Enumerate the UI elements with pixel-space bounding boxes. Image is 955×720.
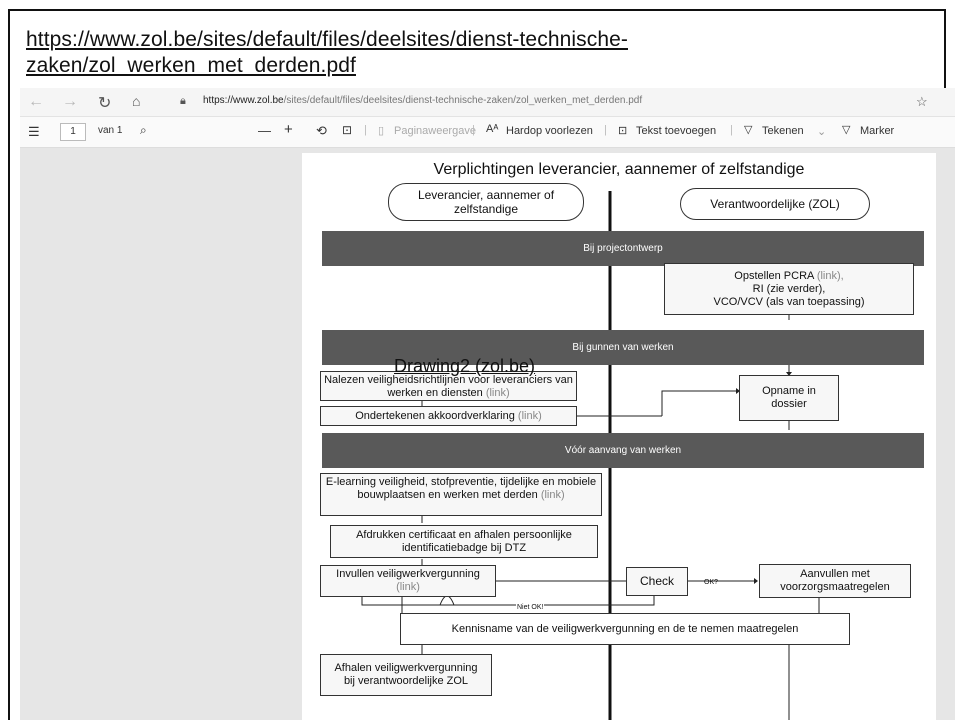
home-icon[interactable]: ⌂ bbox=[132, 93, 141, 109]
page-number-input[interactable]: 1 bbox=[60, 123, 86, 141]
url-path: /sites/default/files/deelsites/dienst-te… bbox=[283, 95, 643, 106]
pcra-line3: VCO/VCV (als van toepassing) bbox=[713, 295, 865, 308]
pdf-page: Verplichtingen leverancier, aannemer of … bbox=[302, 153, 936, 720]
nalezen-link[interactable]: (link) bbox=[485, 387, 510, 399]
fit-page-icon[interactable]: ⊡ bbox=[342, 123, 353, 137]
url-text[interactable]: https://www.zol.be/sites/default/files/d… bbox=[203, 95, 642, 106]
page-view-icon: ▯ bbox=[378, 125, 385, 137]
contents-icon[interactable]: ☰ bbox=[28, 124, 40, 139]
pdf-viewer: Verplichtingen leverancier, aannemer of … bbox=[20, 148, 955, 720]
lock-icon: 🔒︎ bbox=[180, 95, 186, 107]
url-host: https://www.zol.be bbox=[203, 95, 284, 106]
diagram-title: Verplichtingen leverancier, aannemer of … bbox=[433, 161, 805, 178]
toolbar-separator: | bbox=[604, 124, 607, 136]
ok-label: OK? bbox=[704, 579, 719, 586]
elearning-link[interactable]: (link) bbox=[540, 489, 565, 501]
phase-band-projectontwerp: Bij projectontwerp bbox=[322, 231, 924, 266]
pdf-link-line-1[interactable]: https://www.zol.be/sites/default/files/d… bbox=[26, 28, 628, 51]
toolbar-separator: | bbox=[364, 124, 367, 136]
pcra-link[interactable]: (link), bbox=[816, 269, 844, 282]
nalezen-text: Nalezen veiligheidsrichtlijnen voor leve… bbox=[324, 374, 573, 399]
draw-button[interactable]: Tekenen bbox=[762, 125, 804, 137]
read-aloud-button[interactable]: Hardop voorlezen bbox=[506, 125, 593, 137]
read-aloud-icon: Aᴬ bbox=[486, 123, 499, 135]
toolbar-separator: | bbox=[472, 124, 475, 136]
add-text-icon: ⊡ bbox=[618, 125, 628, 137]
browser-screenshot: ← → ↻ ⌂ 🔒︎ https://www.zol.be/sites/defa… bbox=[20, 88, 955, 720]
box-nalezen: Nalezen veiligheidsrichtlijnen voor leve… bbox=[320, 371, 577, 401]
forward-icon[interactable]: → bbox=[62, 93, 78, 110]
chevron-down-icon[interactable]: ⌄ bbox=[817, 126, 827, 138]
pcra-line2: RI (zie verder), bbox=[752, 282, 826, 295]
invullen-text: Invullen veiligwerkvergunning bbox=[336, 568, 480, 580]
box-afhalen: Afhalen veiligwerkvergunning bij verantw… bbox=[320, 654, 492, 696]
favorite-icon[interactable]: ☆ bbox=[916, 94, 928, 109]
column-header-right: Verantwoordelijke (ZOL) bbox=[680, 188, 870, 220]
box-aanvullen: Aanvullen met voorzorgsmaatregelen bbox=[759, 564, 911, 598]
box-afdrukken: Afdrukken certificaat en afhalen persoon… bbox=[330, 525, 598, 558]
toolbar-separator: | bbox=[730, 124, 733, 136]
box-invullen: Invullen veiligwerkvergunning (link) bbox=[320, 565, 496, 597]
zoom-in-icon[interactable]: + bbox=[284, 121, 293, 138]
ondertekenen-link[interactable]: (link) bbox=[517, 409, 542, 422]
rotate-icon[interactable]: ⟲ bbox=[316, 123, 327, 138]
page-view-button[interactable]: Paginaweergave bbox=[394, 125, 476, 137]
niet-ok-label: Niet OK! bbox=[516, 601, 545, 614]
phase-band-gunnen: Bij gunnen van werken bbox=[322, 330, 924, 365]
highlight-button[interactable]: Marker bbox=[860, 125, 895, 137]
search-icon[interactable]: ⌕ bbox=[140, 123, 147, 137]
add-text-button[interactable]: Tekst toevoegen bbox=[636, 125, 717, 137]
box-opstellen-pcra: Opstellen PCRA (link), RI (zie verder), … bbox=[664, 263, 914, 315]
drawing-link-overlay[interactable]: Drawing2 (zol.be) bbox=[394, 356, 536, 376]
box-ondertekenen: Ondertekenen akkoordverklaring (link) bbox=[320, 406, 577, 426]
box-check: Check bbox=[626, 567, 688, 596]
column-header-left: Leverancier, aannemer of zelfstandige bbox=[388, 183, 584, 221]
phase-band-aanvang: Vóór aanvang van werken bbox=[322, 433, 924, 468]
box-elearning: E-learning veiligheid, stofpreventie, ti… bbox=[320, 473, 602, 516]
browser-address-bar: ← → ↻ ⌂ 🔒︎ https://www.zol.be/sites/defa… bbox=[20, 88, 955, 117]
highlight-icon: ▽ bbox=[842, 124, 851, 136]
back-icon[interactable]: ← bbox=[28, 93, 44, 110]
refresh-icon[interactable]: ↻ bbox=[98, 95, 112, 112]
ondertekenen-text: Ondertekenen akkoordverklaring bbox=[355, 409, 515, 422]
pdf-toolbar: ☰ 1 van 1 ⌕ — + ⟲ ⊡ | ▯ Paginaweergave |… bbox=[20, 117, 955, 148]
draw-icon: ▽ bbox=[744, 124, 753, 136]
pdf-link-line-2[interactable]: zaken/zol_werken_met_derden.pdf bbox=[26, 54, 356, 77]
box-kennisname: Kennisname van de veiligwerkvergunning e… bbox=[400, 613, 850, 645]
pcra-line1: Opstellen PCRA bbox=[734, 269, 814, 282]
invullen-link[interactable]: (link) bbox=[396, 581, 420, 593]
zoom-out-icon[interactable]: — bbox=[258, 123, 271, 138]
elearning-text: E-learning veiligheid, stofpreventie, ti… bbox=[325, 476, 597, 501]
box-opname-dossier: Opname in dossier bbox=[739, 375, 839, 421]
page-count: van 1 bbox=[98, 125, 123, 136]
